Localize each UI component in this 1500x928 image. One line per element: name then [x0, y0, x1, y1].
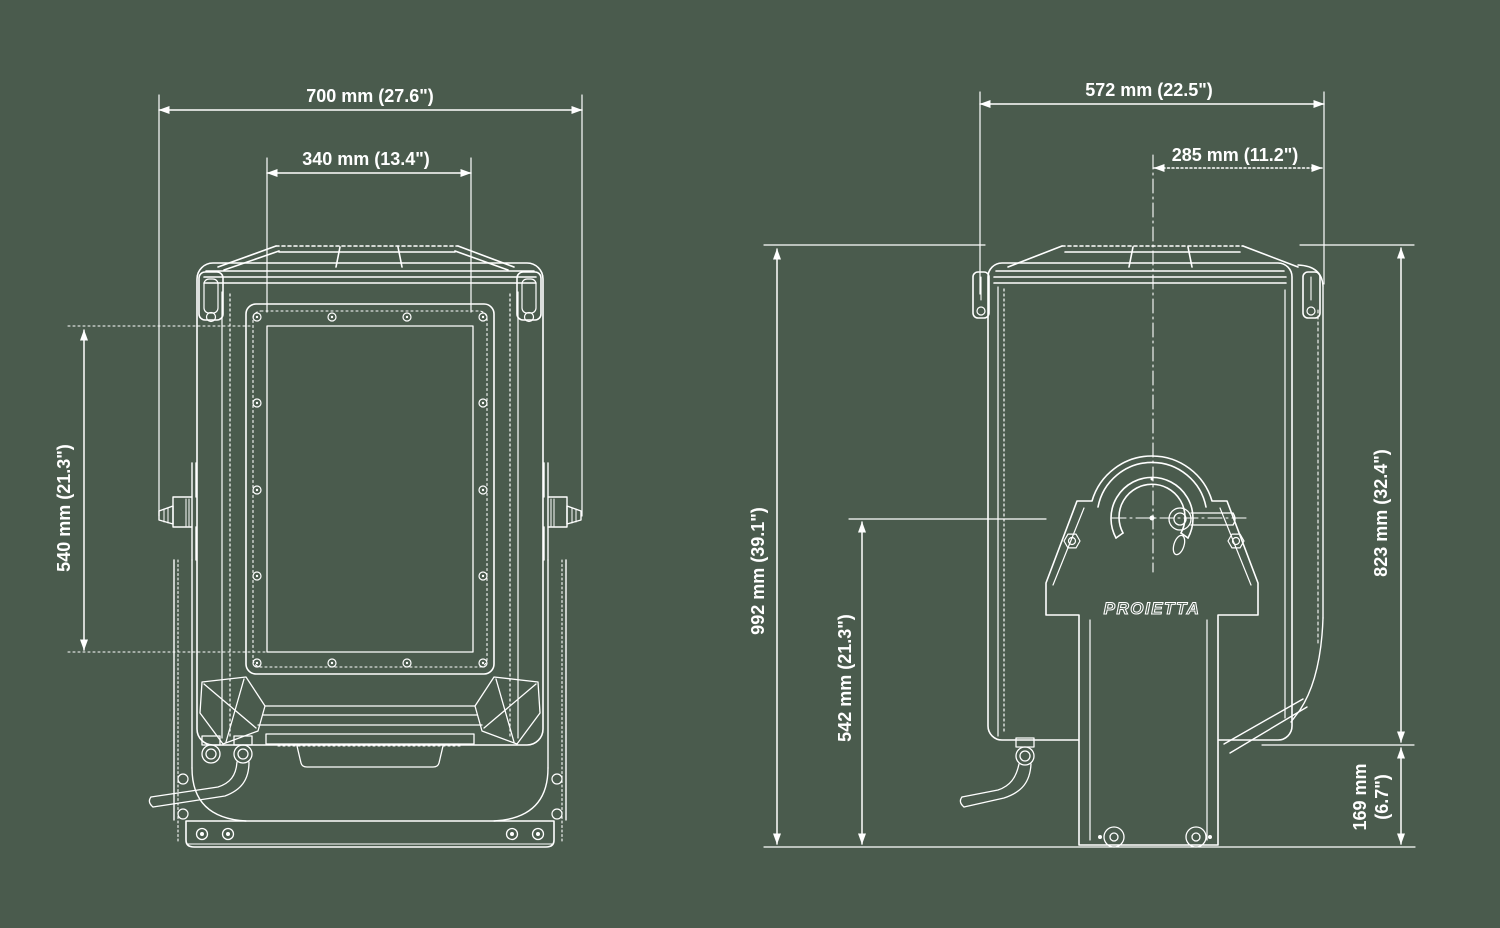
front-vent-tray	[296, 745, 444, 768]
label-overall-depth: 572 mm (22.5")	[1085, 80, 1213, 100]
front-latch-right	[516, 271, 542, 323]
side-enclosure-body	[987, 262, 1293, 741]
front-base-plate	[185, 820, 555, 848]
side-power-cable	[959, 763, 1032, 808]
label-base-height-line2: (6.7")	[1372, 774, 1392, 820]
yoke-tilt-slot	[1110, 476, 1194, 539]
label-overall-height: 992 mm (39.1")	[748, 507, 768, 635]
front-roof	[217, 245, 515, 271]
label-center-depth: 285 mm (11.2")	[1172, 145, 1299, 165]
front-yoke-left-arm	[158, 462, 247, 843]
side-view-drawing	[959, 245, 1324, 848]
yoke-arch-inner	[1097, 461, 1207, 508]
front-yoke-right-arm	[493, 462, 582, 843]
label-pivot-height: 542 mm (21.3")	[835, 614, 855, 742]
front-bottom-facets	[199, 676, 541, 768]
label-enclosure-height: 823 mm (32.4")	[1371, 449, 1391, 577]
dim-window-height	[67, 325, 266, 653]
dim-pivot-height	[848, 518, 1047, 845]
dim-center-depth	[1152, 154, 1323, 573]
label-window-width: 340 mm (13.4")	[302, 149, 430, 169]
side-rear-door	[1290, 264, 1324, 723]
label-base-height-line1: 169 mm	[1350, 763, 1370, 830]
dim-enclosure-height	[1261, 244, 1415, 746]
label-window-height: 540 mm (21.3")	[54, 444, 74, 572]
dim-overall-height	[763, 244, 1416, 848]
side-support-strut	[1223, 698, 1308, 754]
dim-overall-depth	[979, 91, 1325, 295]
dim-window-width	[266, 157, 472, 313]
tilt-lock-knob	[1168, 507, 1236, 556]
front-view-drawing	[148, 245, 582, 848]
proietta-logo: PROIETTA	[1104, 599, 1201, 618]
front-glass	[266, 325, 474, 653]
base-feet-bolts	[1098, 826, 1212, 848]
dim-overall-width	[158, 94, 583, 517]
front-enclosure-body	[196, 262, 544, 746]
side-latch-right	[1302, 271, 1321, 319]
side-latch-left	[972, 271, 990, 319]
side-yoke-stand	[1045, 455, 1259, 848]
front-power-cable	[148, 761, 250, 808]
front-latch-left	[198, 271, 224, 323]
label-overall-width: 700 mm (27.6")	[306, 86, 434, 106]
